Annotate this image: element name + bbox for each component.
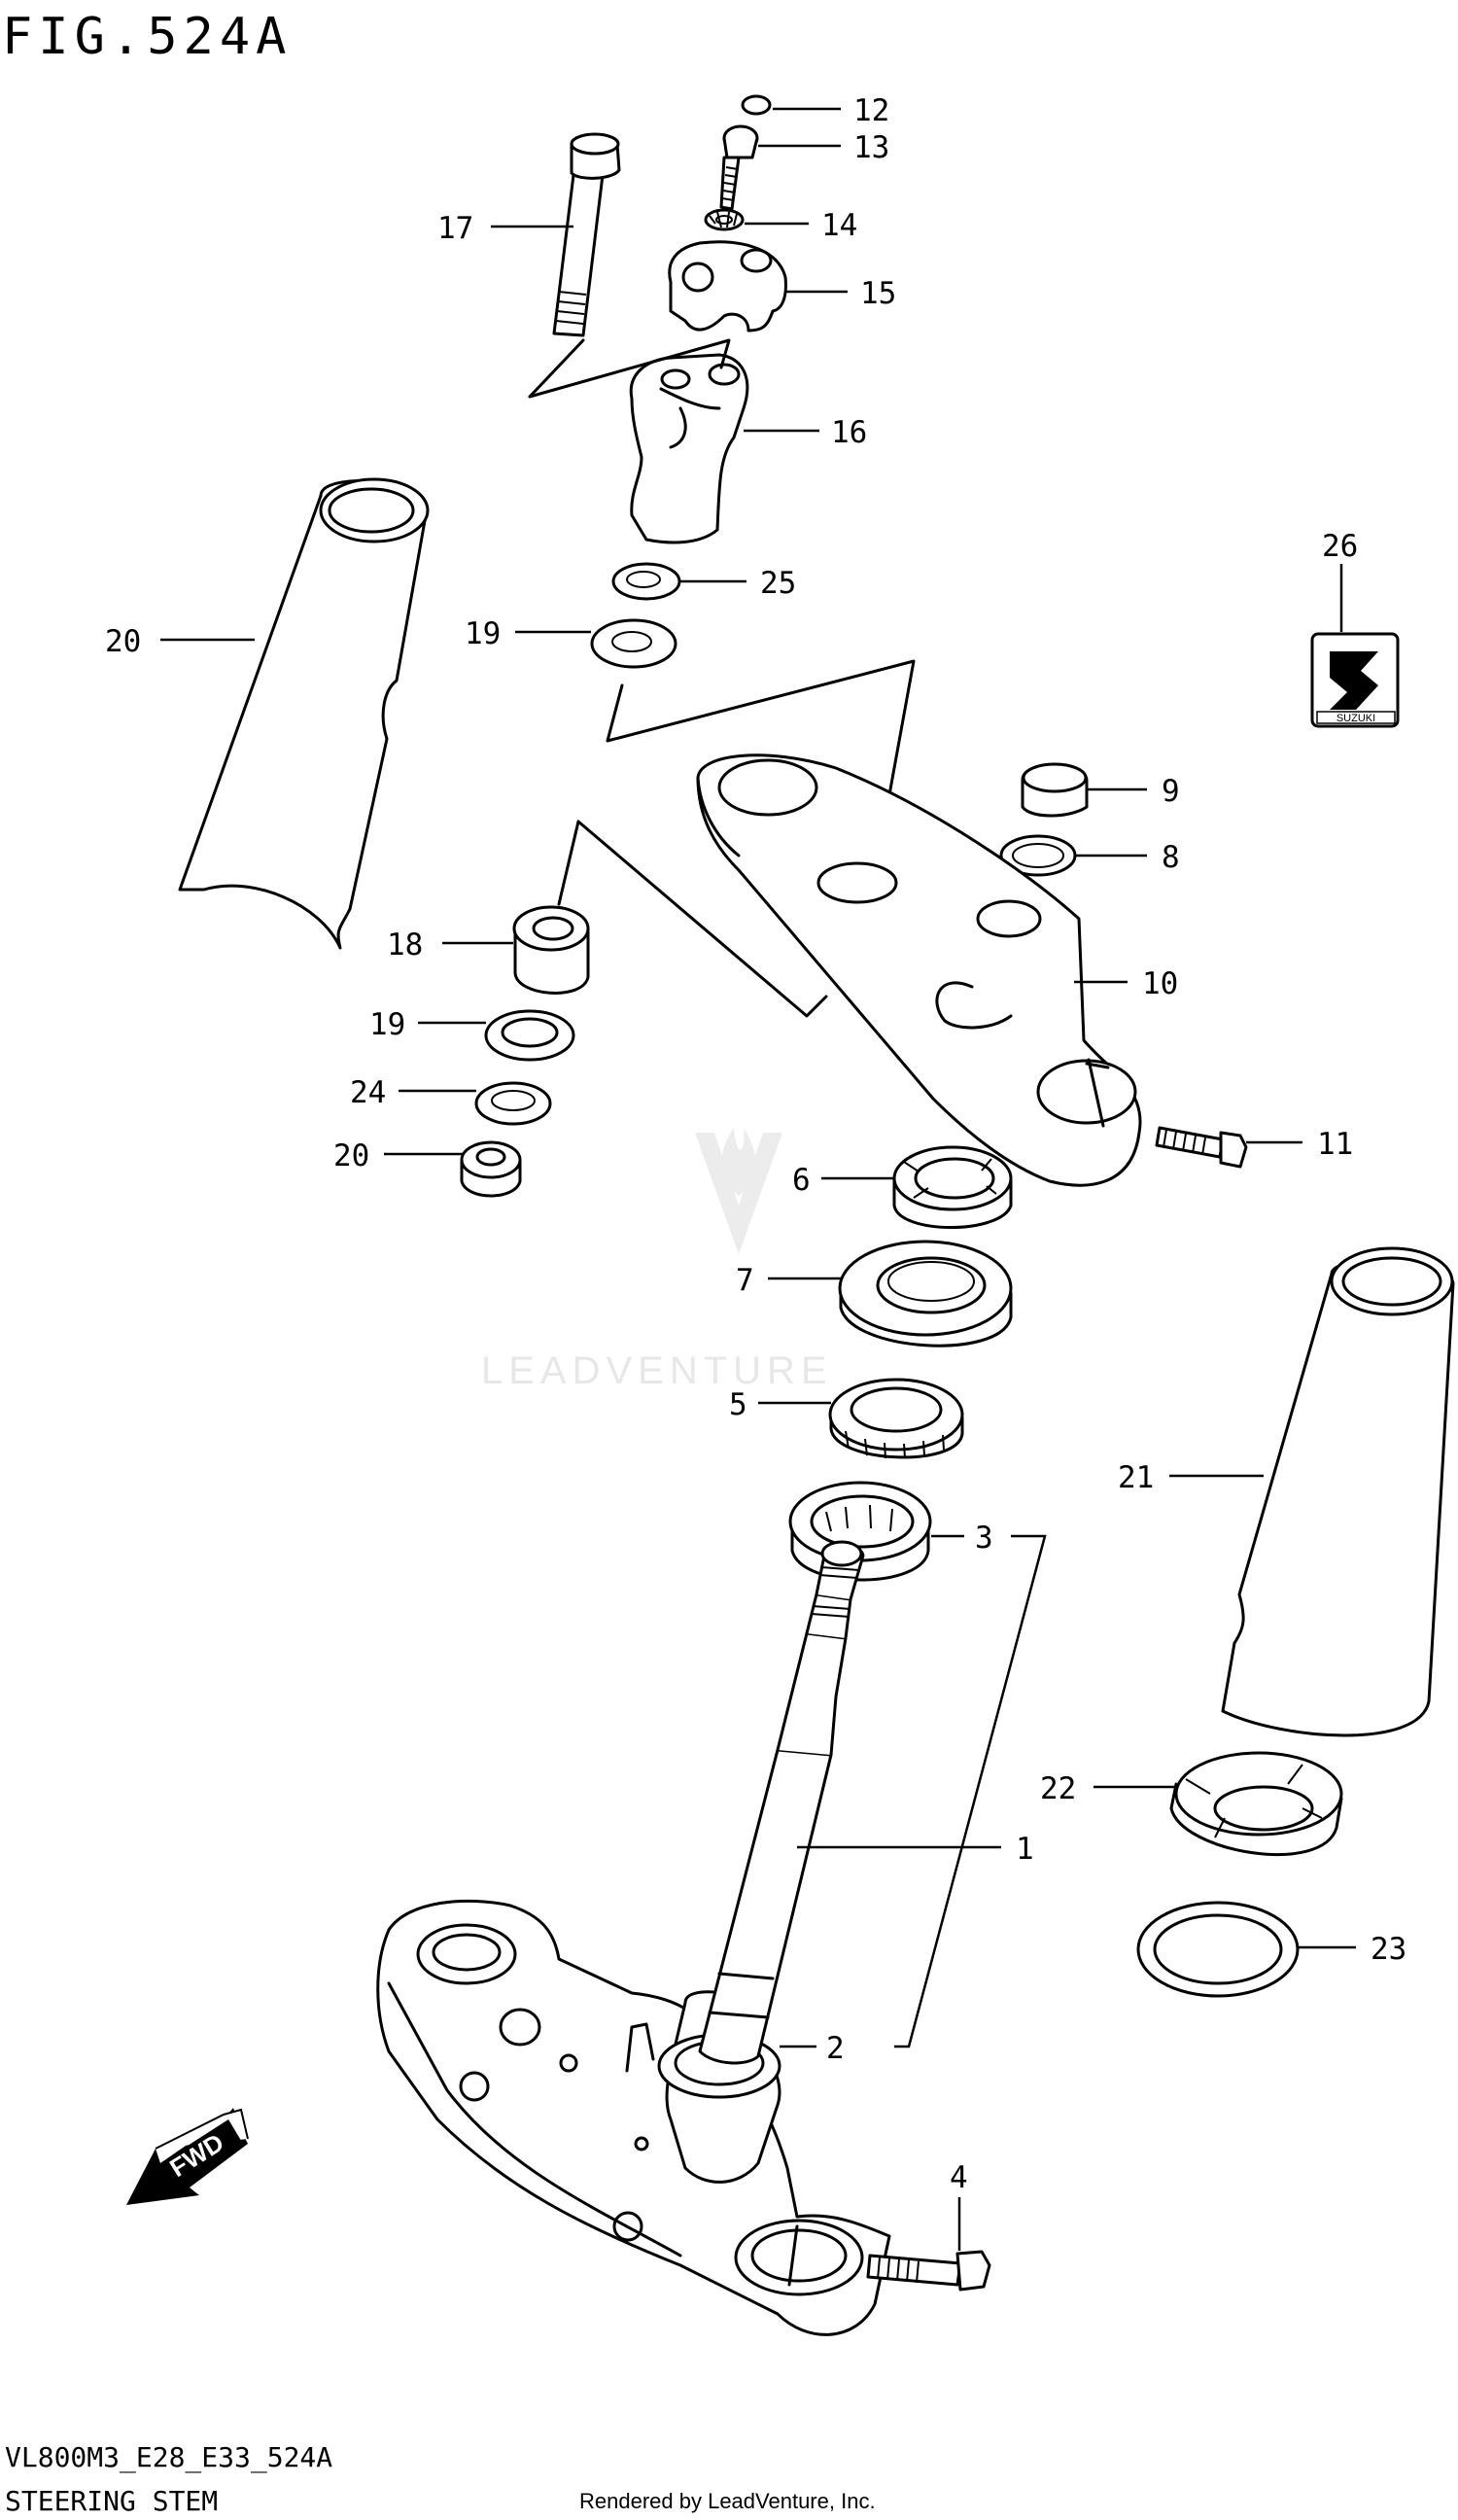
callout-23[interactable]: 21 xyxy=(1118,1460,1264,1495)
part-fork-cover-right[interactable] xyxy=(1221,1246,1455,1737)
callout-label: 19 xyxy=(465,616,501,651)
callout-label: 4 xyxy=(950,2160,968,2195)
part-nut[interactable] xyxy=(460,1140,522,1198)
callout-label: 12 xyxy=(853,93,889,128)
figure-title: FIG.524A xyxy=(2,8,292,66)
callout-label: 18 xyxy=(387,928,423,962)
callout-19-top[interactable]: 19 xyxy=(465,616,591,651)
callout-label: 9 xyxy=(1162,774,1180,809)
callout-label: 6 xyxy=(792,1163,811,1198)
callout-18[interactable]: 18 xyxy=(387,928,513,962)
callout-1[interactable]: 1 xyxy=(797,1832,1034,1867)
callout-label: 8 xyxy=(1162,840,1180,875)
callout-2[interactable]: 2 xyxy=(780,2031,845,2066)
part-handlebar-holder-upper[interactable] xyxy=(668,240,787,332)
callout-16[interactable]: 16 xyxy=(744,415,867,450)
callout-7[interactable]: 7 xyxy=(736,1263,841,1298)
callout-label: 20 xyxy=(105,624,141,659)
callout-3[interactable]: 3 xyxy=(894,1521,1047,2048)
callout-label: 23 xyxy=(1371,1932,1406,1967)
part-upper-bracket[interactable] xyxy=(696,753,1142,1187)
watermark: LEADVENTURE xyxy=(481,1128,833,1392)
callout-17[interactable]: 17 xyxy=(437,211,573,246)
fwd-direction-arrow: FWD xyxy=(126,2108,249,2205)
part-ring-nut[interactable] xyxy=(1169,1751,1343,1857)
callout-24[interactable]: 22 xyxy=(1040,1771,1176,1806)
callout-label: 3 xyxy=(975,1521,993,1556)
part-spacer-cushion[interactable] xyxy=(512,905,590,995)
callout-label: 26 xyxy=(1322,529,1358,564)
part-lower-bracket[interactable] xyxy=(376,1899,891,2336)
callout-label: 1 xyxy=(1016,1832,1034,1867)
callout-label: 2 xyxy=(826,2031,845,2066)
part-lock-washer[interactable] xyxy=(704,208,745,231)
badge-text: SUZUKI xyxy=(1336,713,1375,724)
callout-label: 14 xyxy=(821,208,857,243)
callout-label: 16 xyxy=(831,415,867,450)
callout-5[interactable]: 5 xyxy=(729,1387,831,1422)
callout-15[interactable]: 15 xyxy=(785,276,896,311)
callout-label: 21 xyxy=(1118,1460,1154,1495)
watermark-text: LEADVENTURE xyxy=(481,1349,833,1392)
part-dust-seal[interactable] xyxy=(838,1240,1013,1348)
callout-label: 22 xyxy=(1040,1771,1076,1806)
callout-label: 11 xyxy=(1317,1127,1353,1162)
part-handlebar-holder-lower[interactable] xyxy=(629,353,749,544)
part-steering-stem[interactable] xyxy=(657,1540,865,2184)
assembly-line xyxy=(528,338,731,399)
part-bearing-upper[interactable] xyxy=(828,1378,964,1459)
callout-label: 13 xyxy=(853,130,889,165)
callout-20[interactable]: 24 xyxy=(350,1075,476,1110)
part-cap-nut[interactable] xyxy=(1021,762,1089,818)
callout-8[interactable]: 8 xyxy=(1075,840,1180,875)
callout-19[interactable]: 19 xyxy=(369,1007,486,1042)
callout-label: 17 xyxy=(437,211,473,246)
assembly-line xyxy=(606,659,916,877)
part-bolt-small[interactable] xyxy=(719,124,759,211)
callout-label: 24 xyxy=(350,1075,386,1110)
callout-13[interactable]: 13 xyxy=(758,130,889,165)
part-washer-large[interactable] xyxy=(1136,1901,1300,1998)
part-washer[interactable] xyxy=(484,1009,575,1062)
callout-11[interactable]: 11 xyxy=(1246,1127,1353,1162)
callout-9[interactable]: 9 xyxy=(1087,774,1180,809)
suzuki-badge[interactable]: SUZUKI xyxy=(1310,632,1400,728)
assembly-line xyxy=(557,820,828,1018)
part-washer[interactable] xyxy=(474,1081,552,1126)
callout-6[interactable]: 6 xyxy=(792,1163,894,1198)
part-washer[interactable] xyxy=(590,618,677,669)
callout-10[interactable]: 10 xyxy=(1074,966,1178,1001)
part-cap[interactable] xyxy=(741,94,772,116)
part-bolt[interactable] xyxy=(866,2250,991,2292)
callout-label: 10 xyxy=(1142,966,1178,1001)
diagram-code: VL800M3_E28_E33_524A xyxy=(5,2441,332,2474)
callout-12[interactable]: 12 xyxy=(773,93,889,128)
callout-26[interactable]: 26 xyxy=(1322,529,1358,632)
part-washer[interactable] xyxy=(611,562,681,601)
callout-label: 25 xyxy=(760,566,796,601)
callout-label: 7 xyxy=(736,1263,754,1298)
callout-label: 19 xyxy=(369,1007,405,1042)
callout-14[interactable]: 14 xyxy=(745,208,857,243)
suzuki-s-logo-icon xyxy=(1330,651,1378,710)
part-steering-stem-nut[interactable] xyxy=(892,1145,1013,1229)
render-credit: Rendered by LeadVenture, Inc. xyxy=(579,2489,876,2513)
callout-label: 5 xyxy=(729,1387,747,1422)
callout-20-top[interactable]: 25 xyxy=(680,566,796,601)
callout-label: 15 xyxy=(860,276,896,311)
part-bolt[interactable] xyxy=(1155,1126,1248,1169)
part-fork-cover-left[interactable] xyxy=(178,477,430,950)
callout-21[interactable]: 20 xyxy=(333,1138,463,1173)
section-name: STEERING STEM xyxy=(5,2485,218,2517)
part-long-bolt[interactable] xyxy=(552,132,621,337)
callout-label: 20 xyxy=(333,1138,369,1173)
callout-25[interactable]: 23 xyxy=(1298,1932,1406,1967)
callout-22[interactable]: 20 xyxy=(105,624,255,659)
callout-4[interactable]: 4 xyxy=(950,2160,968,2251)
